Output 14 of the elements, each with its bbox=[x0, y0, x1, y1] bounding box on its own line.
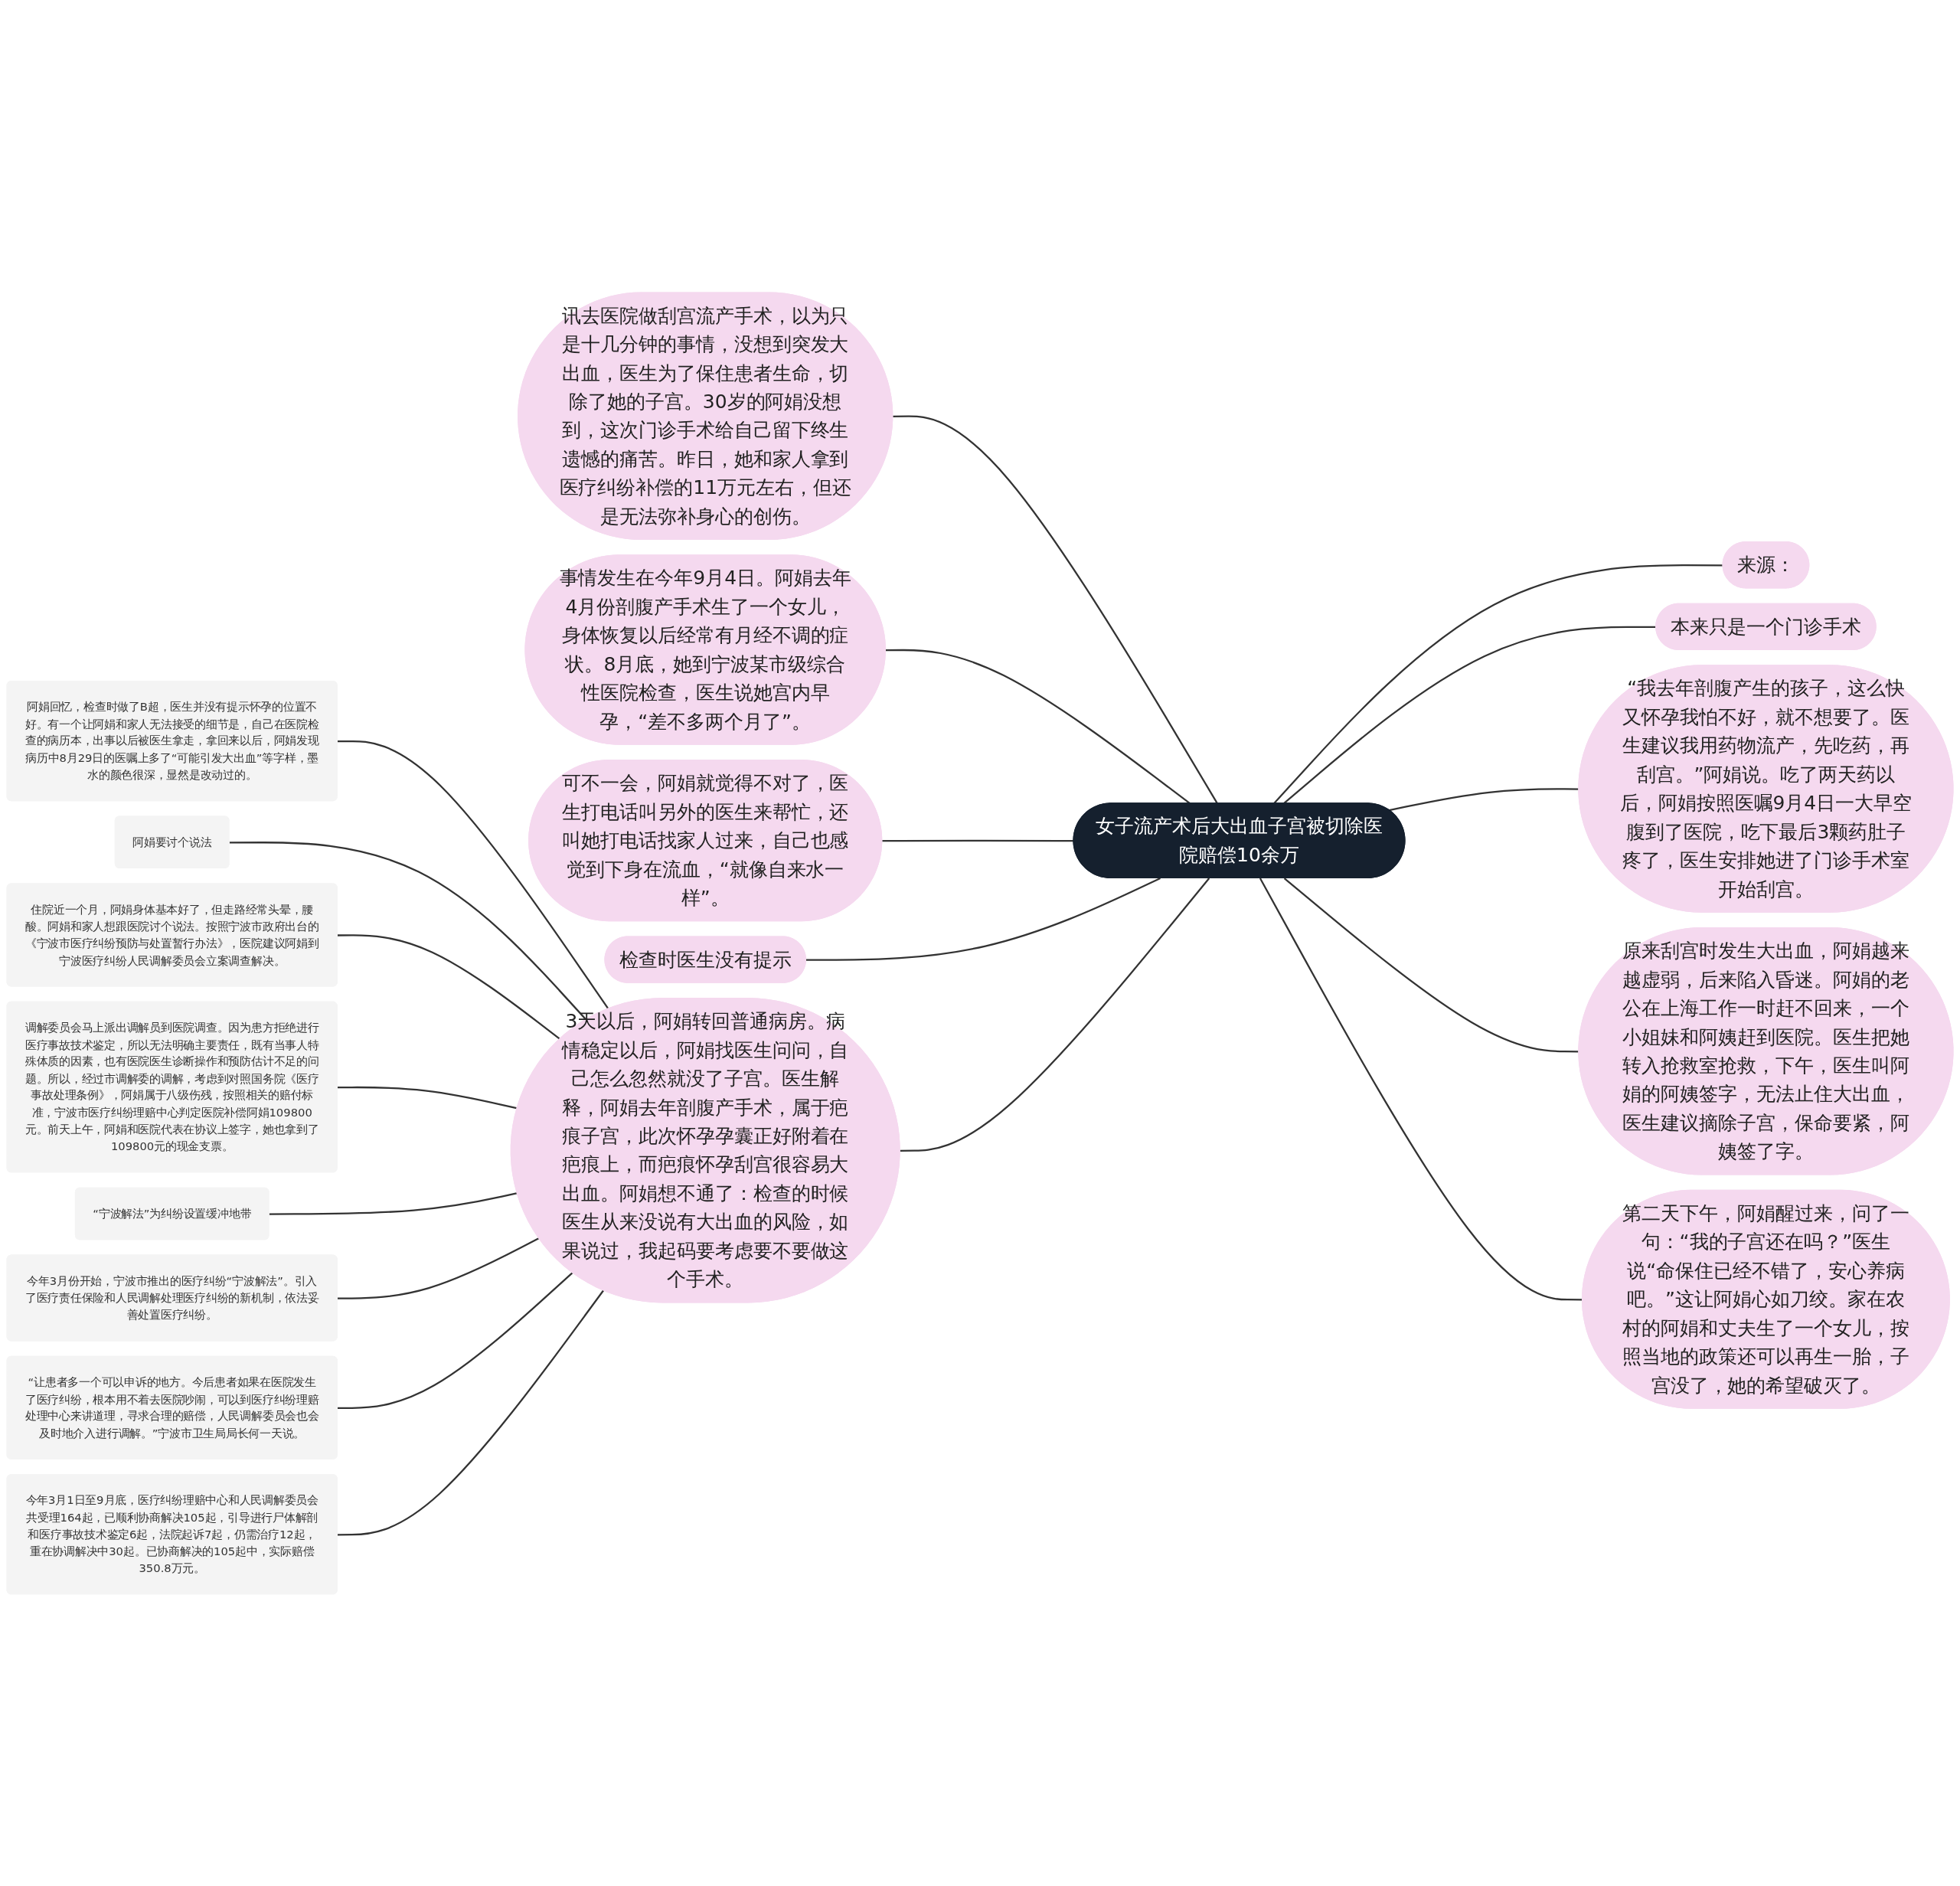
connector bbox=[229, 841, 587, 1021]
connector bbox=[805, 877, 1161, 961]
connector bbox=[885, 649, 1191, 804]
connector bbox=[337, 1086, 518, 1110]
connector bbox=[269, 1191, 518, 1215]
connector bbox=[337, 1237, 540, 1299]
connector bbox=[1272, 564, 1723, 804]
connector bbox=[337, 1271, 573, 1409]
connector bbox=[337, 740, 609, 1009]
connector bbox=[882, 839, 1074, 842]
connector bbox=[893, 415, 1218, 804]
connector bbox=[900, 877, 1210, 1152]
connector bbox=[337, 933, 561, 1040]
connector bbox=[337, 1289, 605, 1535]
